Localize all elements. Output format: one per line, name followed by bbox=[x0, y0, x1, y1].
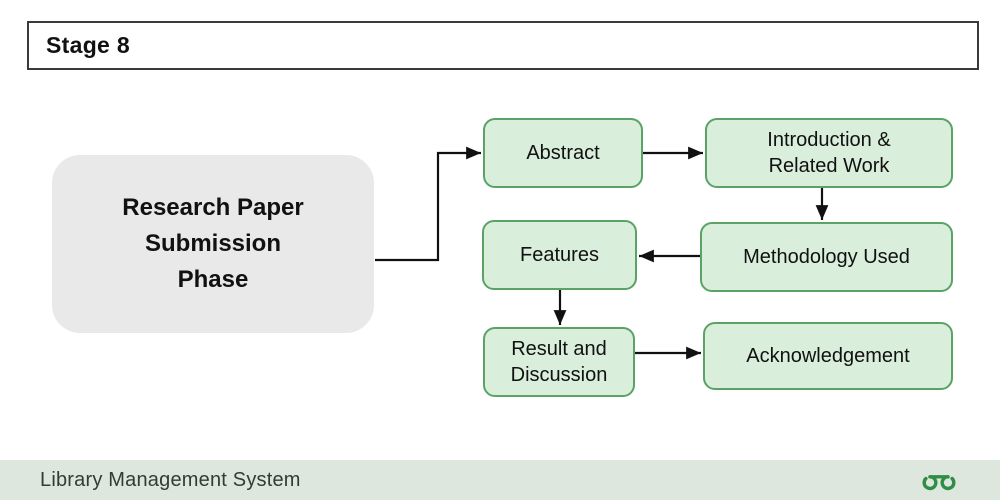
flow-node-result-and-discussion: Result and Discussion bbox=[483, 327, 635, 397]
main-node-research-paper-submission-phase: Research Paper Submission Phase bbox=[52, 155, 374, 333]
flow-node-abstract: Abstract bbox=[483, 118, 643, 188]
flow-node-label: Abstract bbox=[526, 142, 600, 164]
flow-node-introduction-related-work: Introduction & Related Work bbox=[705, 118, 953, 188]
flow-node-label: Methodology Used bbox=[743, 246, 910, 268]
flow-node-label: Features bbox=[520, 244, 599, 266]
main-node-label: Research Paper Submission Phase bbox=[122, 194, 304, 293]
geeksforgeeks-logo-icon bbox=[922, 475, 956, 491]
flow-node-acknowledgement: Acknowledgement bbox=[703, 322, 953, 390]
flow-node-label: Acknowledgement bbox=[746, 345, 910, 367]
logo-right-g bbox=[940, 475, 956, 491]
flow-node-label: Introduction & Related Work bbox=[767, 129, 891, 177]
flow-node-methodology-used: Methodology Used bbox=[700, 222, 953, 292]
footer-bar: Library Management System bbox=[0, 460, 1000, 500]
flow-node-label: Result and Discussion bbox=[510, 338, 608, 386]
connector-main-to-abstract bbox=[375, 146, 481, 262]
stage-header-box: Stage 8 bbox=[27, 21, 979, 70]
footer-title: Library Management System bbox=[40, 468, 301, 491]
logo-left-g bbox=[922, 475, 938, 491]
flow-node-features: Features bbox=[482, 220, 637, 290]
stage-title: Stage 8 bbox=[46, 32, 130, 58]
